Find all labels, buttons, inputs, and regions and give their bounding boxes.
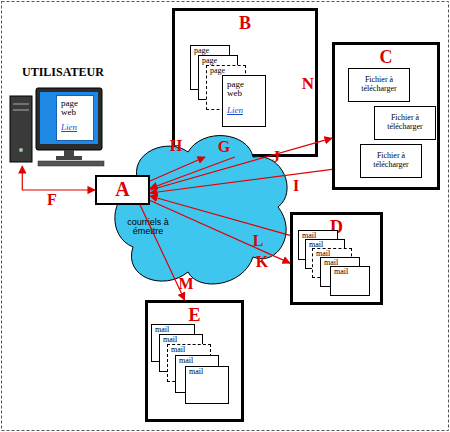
edge-letter: J [272, 149, 280, 165]
box-letter: C [335, 48, 437, 67]
page-text: page web [227, 80, 255, 99]
arrow-connector [22, 166, 95, 190]
edge-letter: G [218, 139, 230, 155]
server-box: Emailmailmailmailmail [145, 300, 244, 422]
server-box: CFichier à téléchargerFichier à téléchar… [332, 42, 440, 190]
server-box: A [95, 175, 150, 205]
computer-illustration [10, 88, 104, 166]
mail-sheet: mail [185, 366, 229, 404]
page-text: Lien [227, 106, 243, 115]
file-text: Fichier à télécharger [363, 151, 419, 169]
page-text: Lien [61, 123, 77, 132]
mail-text: mail [189, 368, 203, 376]
download-file: Fichier à télécharger [348, 68, 410, 102]
cloud-text: courriels à émettre [116, 218, 180, 237]
edge-letter: H [170, 138, 182, 154]
server-box: Dmailmailmailmailmail [290, 212, 383, 305]
mail-text: mail [334, 268, 348, 276]
server-box: Bpagepagepagepage webLien [172, 8, 318, 157]
download-file: Fichier à télécharger [360, 144, 422, 178]
web-page: page webLien [222, 75, 266, 127]
edge-letter: F [47, 192, 57, 208]
mail-text: mail [171, 346, 185, 354]
file-text: Fichier à télécharger [377, 113, 433, 131]
download-file: Fichier à télécharger [374, 106, 436, 140]
edge-letter: M [178, 276, 193, 292]
box-letter: B [175, 14, 315, 33]
screen-page: page webLien [56, 95, 94, 141]
callout-letter: N [302, 75, 314, 92]
box-letter: E [148, 306, 241, 325]
file-text: Fichier à télécharger [351, 75, 407, 93]
page-text: page web [61, 99, 87, 118]
user-heading: UTILISATEUR [22, 66, 104, 79]
edge-letter: L [253, 233, 264, 249]
box-letter: A [97, 179, 148, 200]
mail-text: mail [179, 357, 193, 365]
user-computer: UTILISATEUR page webLien [8, 66, 118, 166]
mail-sheet: mail [330, 266, 370, 296]
edge-letter: K [256, 254, 268, 270]
edge-letter: I [293, 178, 299, 194]
